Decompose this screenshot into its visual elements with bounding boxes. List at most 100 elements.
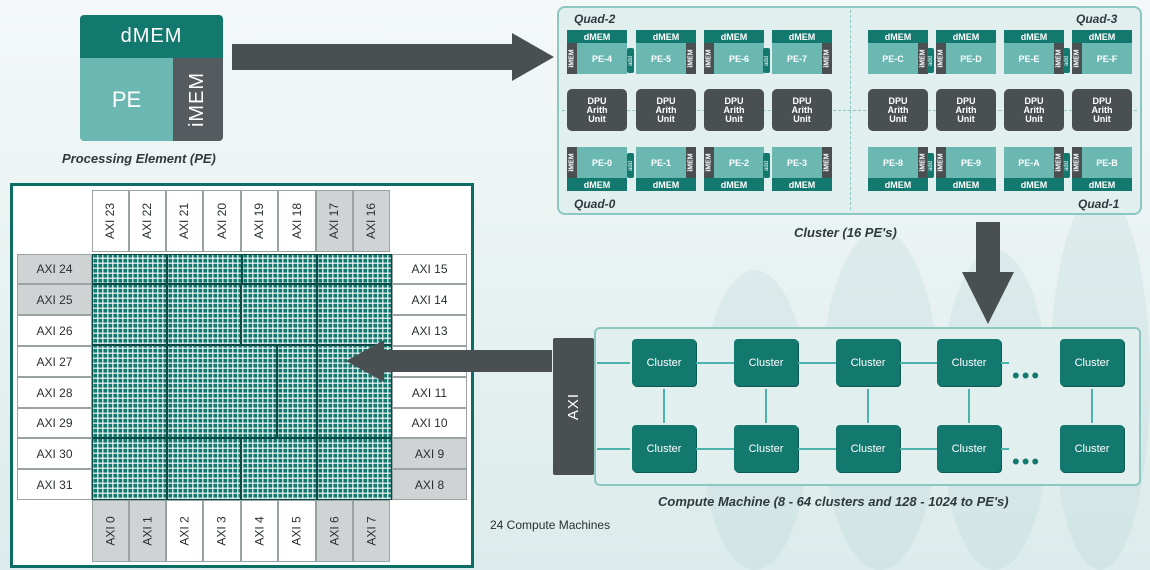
cluster-box: Cluster [734,339,798,386]
tile-dmem: dMEM [636,30,696,43]
compute-machine-block [167,284,241,345]
chip-axi-bottom: AXI 3 [203,500,241,562]
compute-machine-block [242,254,317,284]
tile-dmem: dMEM [1072,178,1132,191]
tile-imem: iMEM [704,43,714,74]
compute-machine-block [277,345,317,438]
compute-machine-block [167,345,277,438]
add-connector: add [927,48,934,73]
add-connector: add [927,153,934,178]
tile-dmem: dMEM [868,178,928,191]
link-line [798,362,836,364]
pe-label: PE-4 [591,53,612,64]
tile-dmem: dMEM [704,178,764,191]
tile-imem: iMEM [1072,43,1082,74]
chip-axi-right: AXI 13 [392,315,467,346]
dpu-label: DPU [724,95,744,106]
machine-caption: Compute Machine (8 - 64 clusters and 128… [658,494,1009,509]
link-line [1001,448,1009,450]
arrow-pe-to-cluster-head [512,33,554,81]
compute-machine-block [92,254,167,284]
chip-axi-left: AXI 30 [17,438,92,469]
link-line [1001,362,1009,364]
dpu-label: DPU [888,95,908,106]
tile-dmem: dMEM [567,178,627,191]
dpu-label: Unit [889,113,907,124]
dpu-label: DPU [587,95,607,106]
pe-core: PE [80,58,173,141]
tile-imem: iMEM [936,43,946,74]
pe-dmem: dMEM [80,15,223,58]
link-line-vertical [968,389,970,423]
pe-label: PE-5 [650,53,671,64]
arrow-cluster-to-machine [976,222,1000,274]
chip-axi-bottom: AXI 5 [278,500,316,562]
dpu-label: DPU [1092,95,1112,106]
dpu-label: Unit [1025,113,1043,124]
dpu-label: DPU [792,95,812,106]
dpu-label: Unit [657,113,675,124]
tile-dmem: dMEM [936,178,996,191]
cluster-box: Cluster [1060,425,1124,472]
pe-label: PE-6 [728,53,749,64]
chip-axi-bottom: AXI 1 [129,500,166,562]
compute-machine-block [241,284,317,345]
tile-dmem: dMEM [936,30,996,43]
chip-axi-left: AXI 25 [17,284,92,315]
chip-axi-top: AXI 19 [241,190,278,252]
chip-axi-left: AXI 24 [17,254,92,284]
chip-axi-right: AXI 15 [392,254,467,284]
tile-dmem: dMEM [1004,30,1064,43]
dpu-label: Unit [793,113,811,124]
pe-label: PE-A [1018,157,1040,168]
pe-label: PE-C [882,53,904,64]
cluster-box: Cluster [937,425,1001,472]
dpu-label: Arith [586,104,608,115]
chip-mesh [92,254,392,500]
pe-label: PE-8 [882,157,903,168]
chip-axi-top: AXI 22 [129,190,166,252]
add-connector: add [627,48,634,73]
ellipsis: ••• [1012,363,1042,388]
compute-machine-block [92,284,167,345]
quad-label: Quad-2 [574,12,616,26]
arrow-cluster-to-machine-head [962,272,1014,324]
pe-label: PE-E [1018,53,1040,64]
dpu-label: DPU [656,95,676,106]
quad-label: Quad-1 [1078,197,1120,211]
compute-machine-block [241,438,317,500]
chip-axi-right: AXI 11 [392,377,467,408]
tile-imem: iMEM [704,147,714,178]
link-line-vertical [663,389,665,423]
dpu-label: DPU [1024,95,1044,106]
add-connector: add [1063,153,1070,178]
chip-axi-right: AXI 10 [392,408,467,438]
dpu-label: Arith [955,104,977,115]
chip-axi-bottom: AXI 0 [92,500,129,562]
tile-dmem: dMEM [636,178,696,191]
arrow-machine-to-chip-overlay [382,350,552,372]
tile-imem: iMEM [686,147,696,178]
cluster-box: Cluster [632,425,696,472]
cluster-box: Cluster [632,339,696,386]
arrow-machine-to-chip-head-overlay [346,340,384,382]
chip-axi-bottom: AXI 7 [353,500,390,562]
link-line-vertical [1091,389,1093,423]
chip-axi-right: AXI 8 [392,469,467,500]
link-line-vertical [765,389,767,423]
tile-imem: iMEM [918,147,928,178]
